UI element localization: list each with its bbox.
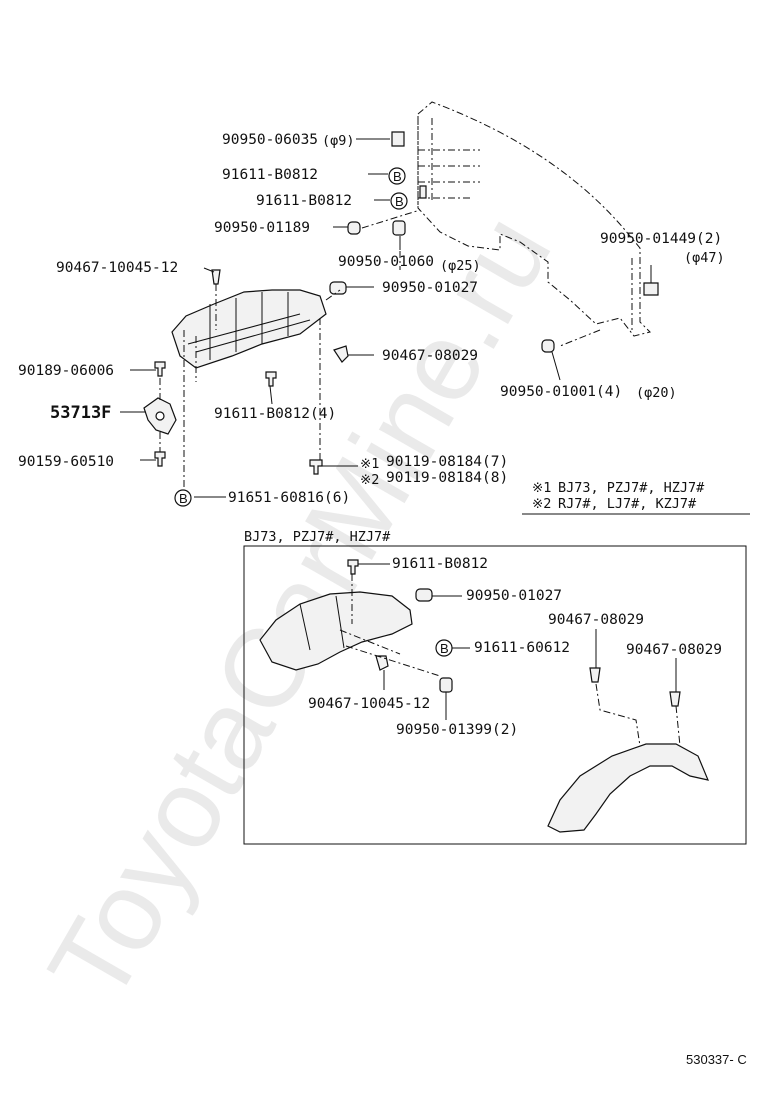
inset-fender-liner: [547, 743, 709, 833]
inset-mud-guard: [259, 591, 413, 671]
part-label: 91611-B0812: [256, 193, 352, 209]
part-label: 90950-01060: [338, 254, 434, 270]
part-dimension: (φ47): [684, 250, 725, 266]
grommet-icon: [391, 131, 405, 147]
variant-mark: ※1: [360, 456, 379, 472]
bolt-icon: [347, 559, 359, 575]
part-label: 91651-60816(6): [228, 490, 350, 506]
plug-icon: [439, 677, 453, 693]
part-label: 90159-60510: [18, 454, 114, 470]
plug-icon: [392, 220, 406, 236]
mud-guard-part: [171, 289, 327, 369]
part-label: 90119-08184(7): [386, 454, 508, 470]
main-leaders: [120, 138, 750, 515]
grommet-icon: [329, 281, 347, 295]
part-label: 91611-60612: [474, 640, 570, 656]
part-label: 90950-01027: [382, 280, 478, 296]
part-label: 90189-06006: [18, 363, 114, 379]
part-label: 90467-08029: [548, 612, 644, 628]
fender-liner-outline: [417, 101, 651, 347]
part-label: 90467-10045-12: [56, 260, 178, 276]
note-mark: ※1: [532, 480, 551, 496]
bolt-icon: [419, 185, 427, 199]
applicability-notes: ※1 BJ73, PZJ7#, HZJ7# ※2 RJ7#, LJ7#, KZJ…: [532, 480, 705, 512]
bracket-53713F: [143, 397, 177, 435]
bolt-icon: [154, 451, 166, 467]
part-label: 90950-01027: [466, 588, 562, 604]
clip-icon: [375, 655, 389, 671]
grommet-icon: [347, 221, 361, 235]
part-label: 91611-B0812: [222, 167, 318, 183]
part-label: 90119-08184(8): [386, 470, 508, 486]
main-labels: 90950-06035 (φ9) 91611-B0812 91611-B0812…: [18, 132, 725, 506]
note-mark: ※2: [532, 496, 551, 512]
part-label: 90950-01399(2): [396, 722, 518, 738]
part-label: 91611-B0812: [392, 556, 488, 572]
part-label: 90467-08029: [626, 642, 722, 658]
grommet-icon: [415, 588, 433, 602]
part-dimension: (φ20): [636, 385, 677, 401]
bolt-icon: [154, 361, 166, 377]
variant-mark: ※2: [360, 472, 379, 488]
inset-panel: BJ73, PZJ7#, HZJ7# B 91611-B0812 90950: [243, 529, 747, 845]
plug-icon: [643, 282, 659, 296]
clip-icon: [589, 667, 601, 683]
part-label-main: 53713F: [50, 403, 111, 423]
inset-title: BJ73, PZJ7#, HZJ7#: [244, 529, 391, 545]
part-label: 90950-06035: [222, 132, 318, 148]
b-marker: B: [440, 641, 449, 656]
diagram-code: 530337- C: [686, 1052, 747, 1067]
note-text: BJ73, PZJ7#, HZJ7#: [558, 480, 705, 496]
b-marker: B: [393, 169, 402, 184]
part-label: 90950-01449(2): [600, 231, 722, 247]
note-text: RJ7#, LJ7#, KZJ7#: [558, 496, 697, 512]
b-marker: B: [395, 194, 404, 209]
part-dimension: (φ9): [322, 133, 355, 149]
b-markers: B B B: [174, 167, 408, 507]
part-label: 90467-08029: [382, 348, 478, 364]
inset-frame: [243, 545, 747, 845]
part-dimension: (φ25): [440, 258, 481, 274]
part-label: 90467-10045-12: [308, 696, 430, 712]
plug-icon: [541, 339, 555, 353]
b-marker: B: [179, 491, 188, 506]
part-label: 90950-01001(4): [500, 384, 622, 400]
clip-icon: [669, 691, 681, 707]
bolt-icon: [265, 371, 277, 387]
bolt-icon: [309, 459, 323, 475]
part-label: 91611-B0812(4): [214, 406, 336, 422]
small-parts: [154, 131, 659, 475]
clip-icon: [211, 269, 221, 285]
clip-icon: [333, 345, 349, 363]
part-label: 90950-01189: [214, 220, 310, 236]
